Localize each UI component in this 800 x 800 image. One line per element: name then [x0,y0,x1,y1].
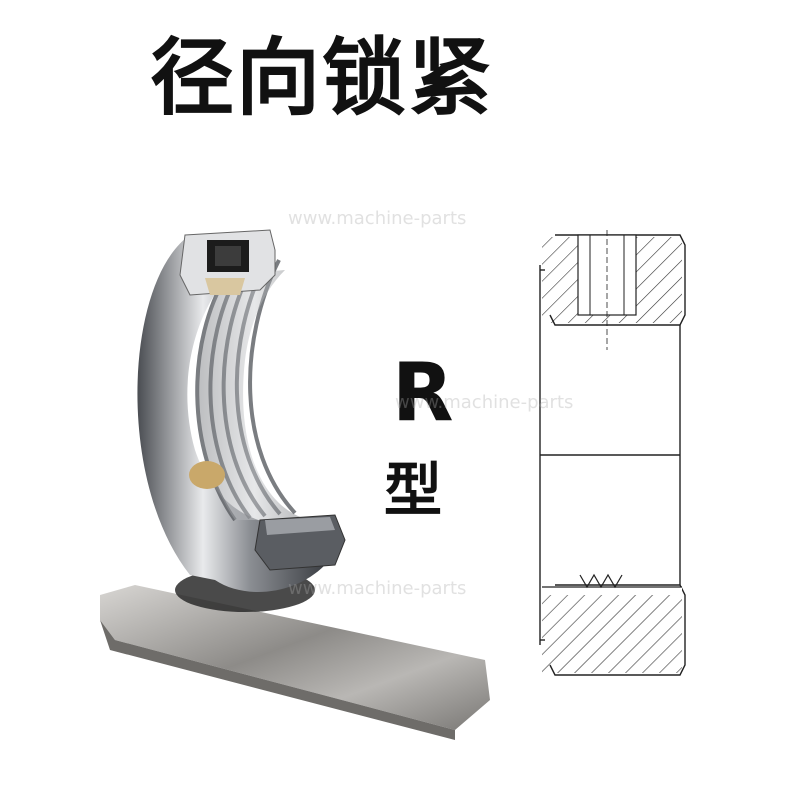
watermark: www.machine-parts [288,578,467,599]
type-letter: R [392,346,454,439]
watermark: www.machine-parts [395,392,574,413]
type-suffix: 型 [384,456,443,524]
locknut-photo [100,229,490,740]
watermark: www.machine-parts [288,208,467,229]
page-title: 径向锁紧 [150,29,495,127]
cross-section-drawing [539,230,686,676]
